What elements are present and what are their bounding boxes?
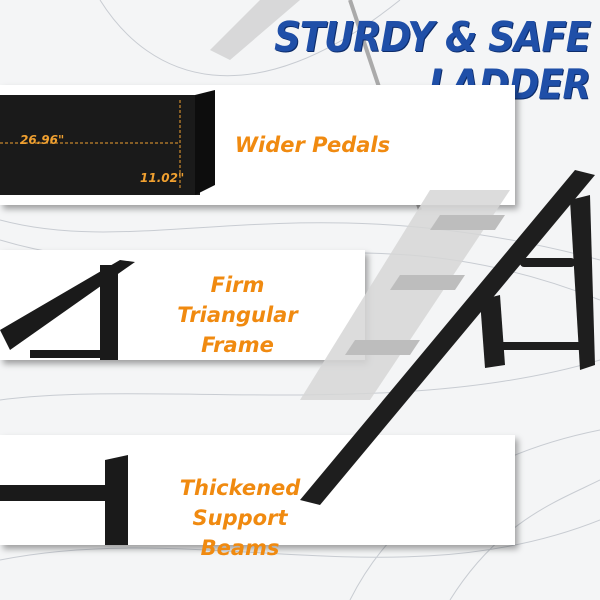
- depth-dimension: 11.02": [140, 171, 185, 185]
- feature-label-line: Firm: [210, 273, 265, 297]
- feature-panel-wider-pedals: 26.96" 11.02" Wider Pedals: [0, 85, 515, 205]
- feature-label: Firm Triangular Frame: [140, 270, 335, 360]
- feature-label: Thickened Support Beams: [155, 473, 325, 563]
- feature-label-line: Support Beams: [192, 506, 288, 560]
- feature-label: Wider Pedals: [234, 133, 391, 157]
- beam-image: [0, 455, 128, 545]
- width-dimension: 26.96": [20, 133, 65, 147]
- frame-image: [0, 260, 135, 360]
- pedal-image: [0, 90, 215, 195]
- feature-panel-support-beams: Thickened Support Beams: [0, 435, 515, 560]
- feature-label-line: Thickened: [179, 476, 301, 500]
- feature-label-line: Triangular Frame: [177, 303, 298, 357]
- feature-panel-triangular-frame: Firm Triangular Frame: [0, 250, 365, 360]
